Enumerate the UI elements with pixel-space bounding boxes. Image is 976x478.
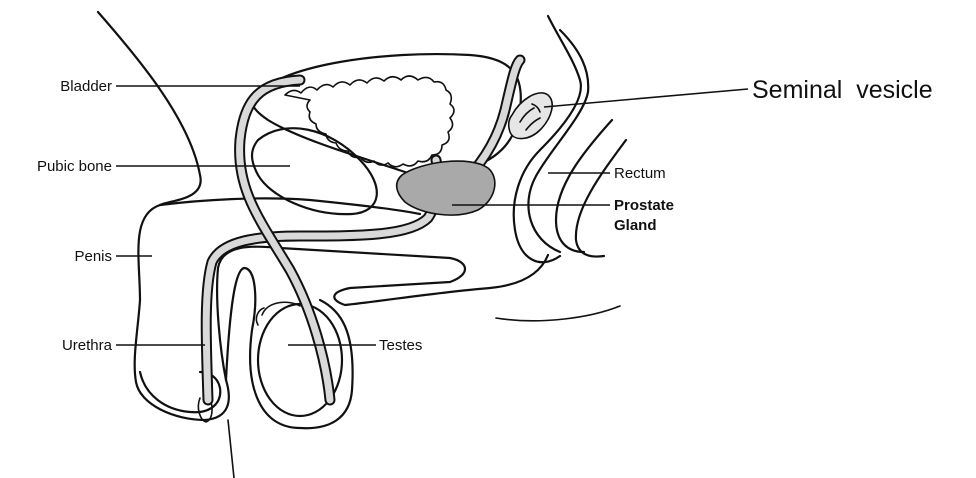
label-prostate-line1: Prostate [614,197,674,214]
abdomen-outline [98,12,201,205]
perineum-line [496,306,620,321]
label-prostate-line2: Gland [614,217,657,234]
bladder-lining [285,76,454,167]
label-penis: Penis [74,248,112,265]
label-testes: Testes [379,337,422,354]
label-urethra: Urethra [62,337,113,354]
label-seminal-vesicle: Seminal vesicle [752,76,933,104]
rectum-wall-1 [556,120,612,252]
seminal-vesicle-leader [544,89,748,107]
label-pubic-bone: Pubic bone [37,158,112,175]
label-rectum: Rectum [614,165,666,182]
prostate-gland [397,161,495,215]
scrotum-lower-line [228,420,234,478]
label-bladder: Bladder [60,78,112,95]
seminal-vesicle [509,93,552,139]
